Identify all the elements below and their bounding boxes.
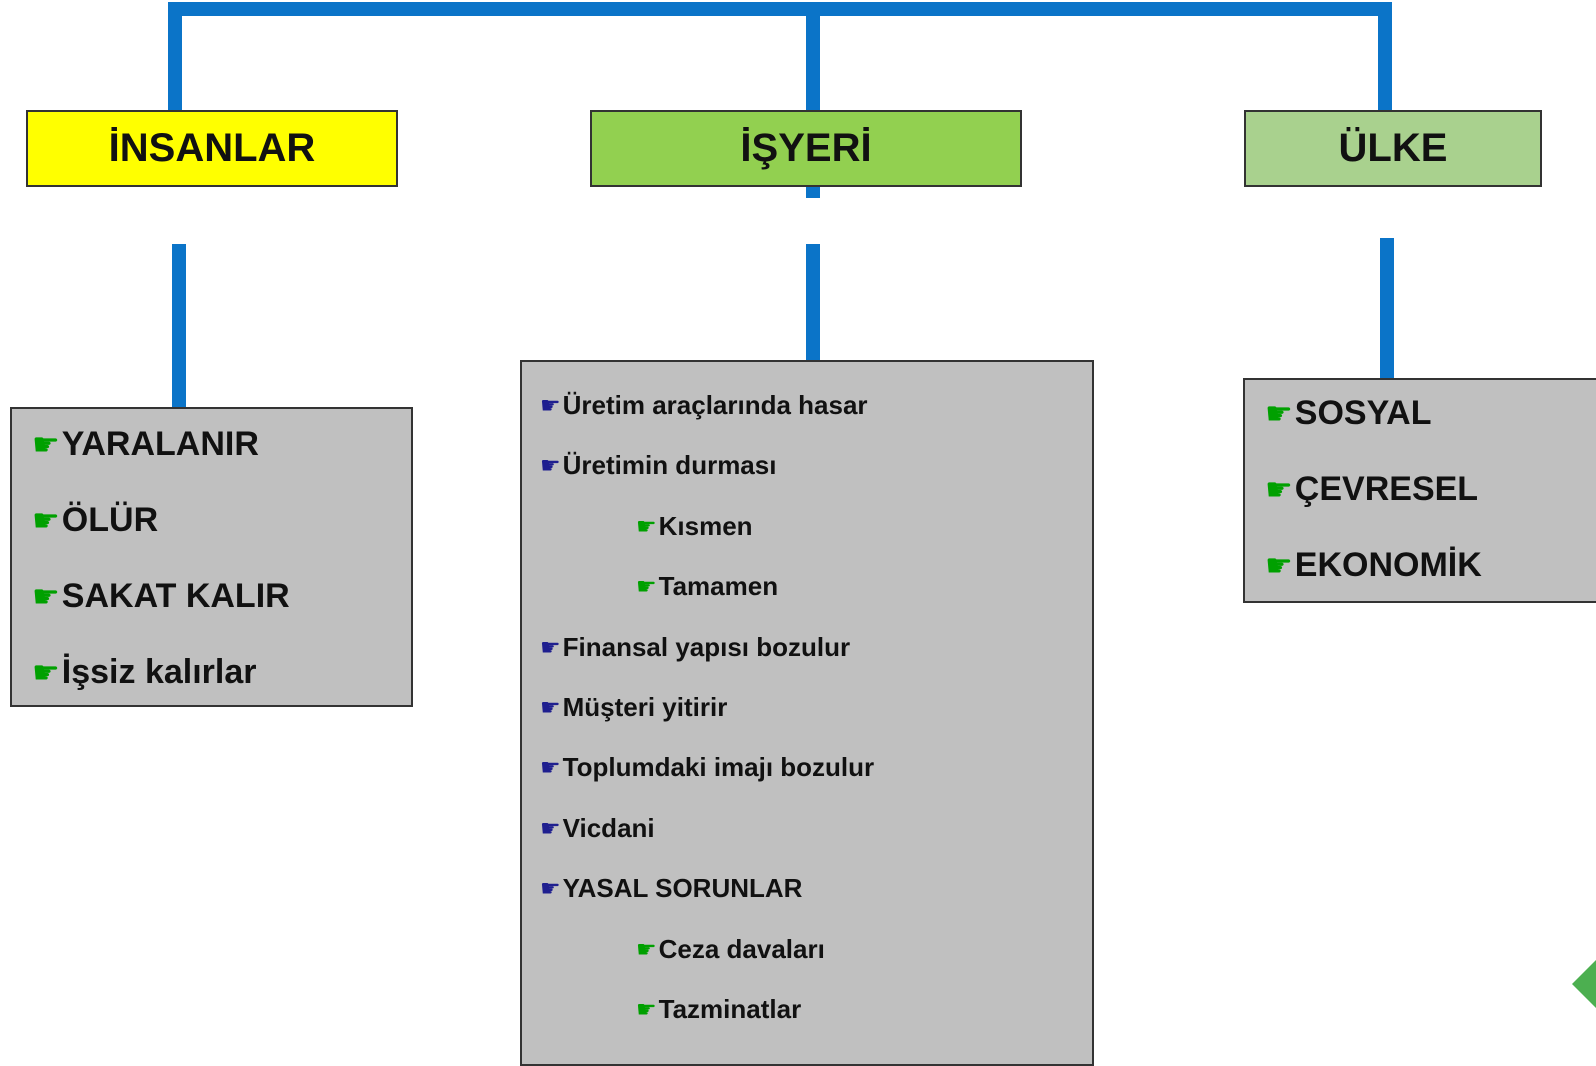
ulke-lower-line	[1380, 238, 1394, 380]
list-item-label: ÖLÜR	[61, 501, 159, 539]
pointing-hand-icon: ☛	[540, 814, 561, 841]
list-item-label: Üretim araçlarında hasar	[562, 390, 868, 420]
insanlar-upper-line	[168, 2, 182, 112]
insanlar-lower-line	[172, 244, 186, 410]
isyeri-title: İŞYERİ	[740, 126, 872, 170]
pointing-hand-icon: ☛	[32, 579, 60, 614]
pointing-hand-icon: ☛	[540, 392, 561, 418]
pointing-hand-icon: ☛	[636, 512, 657, 539]
isyeri-item: ☛Üretim araçlarında hasar	[540, 390, 868, 421]
insanlar-item: ☛YARALANIR	[32, 425, 259, 464]
pointing-hand-icon: ☛	[32, 427, 60, 462]
isyeri-header: İŞYERİ	[590, 110, 1022, 187]
isyeri-panel: ☛Üretim araçlarında hasar☛Üretimin durma…	[520, 360, 1094, 1066]
isyeri-lower-line	[806, 244, 820, 362]
pointing-hand-icon: ☛	[1265, 548, 1293, 583]
ulke-item: ☛ÇEVRESEL	[1265, 470, 1478, 509]
list-item-label: Müşteri yitirir	[562, 692, 728, 722]
isyeri-subitem: ☛Kısmen	[636, 511, 753, 542]
top-connector-line	[168, 2, 1392, 16]
list-item-label: İşsiz kalırlar	[61, 653, 257, 691]
list-item-label: Tazminatlar	[658, 994, 802, 1024]
pointing-hand-icon: ☛	[540, 875, 561, 902]
next-arrow-icon[interactable]	[1572, 960, 1596, 1008]
list-item-label: YASAL SORUNLAR	[562, 873, 803, 904]
isyeri-item: ☛Vicdani	[540, 813, 655, 844]
list-item-label: Üretimin durması	[562, 450, 777, 481]
list-item-label: Vicdani	[562, 812, 655, 843]
ulke-upper-line	[1378, 2, 1392, 112]
pointing-hand-icon: ☛	[636, 935, 657, 962]
list-item-label: Ceza davaları	[658, 933, 825, 964]
pointing-hand-icon: ☛	[540, 633, 561, 660]
list-item-label: SAKAT KALIR	[61, 577, 290, 615]
pointing-hand-icon: ☛	[540, 754, 561, 781]
isyeri-item: ☛YASAL SORUNLAR	[540, 873, 802, 904]
ulke-title: ÜLKE	[1338, 126, 1448, 170]
ulke-header: ÜLKE	[1244, 110, 1542, 187]
pointing-hand-icon: ☛	[32, 503, 60, 538]
isyeri-subitem: ☛Ceza davaları	[636, 934, 825, 965]
insanlar-title: İNSANLAR	[108, 126, 316, 170]
list-item-label: Kısmen	[658, 510, 753, 541]
insanlar-item: ☛ÖLÜR	[32, 501, 158, 540]
isyeri-subitem: ☛Tazminatlar	[636, 994, 801, 1025]
insanlar-item: ☛İşsiz kalırlar	[32, 653, 256, 692]
pointing-hand-icon: ☛	[636, 573, 657, 600]
insanlar-header: İNSANLAR	[26, 110, 398, 187]
pointing-hand-icon: ☛	[32, 655, 60, 690]
pointing-hand-icon: ☛	[636, 996, 657, 1022]
pointing-hand-icon: ☛	[1265, 472, 1293, 507]
pointing-hand-icon: ☛	[540, 694, 561, 720]
insanlar-panel: ☛YARALANIR☛ÖLÜR☛SAKAT KALIR☛İşsiz kalırl…	[10, 407, 413, 707]
list-item-label: Tamamen	[658, 571, 779, 602]
pointing-hand-icon: ☛	[1265, 396, 1293, 431]
isyeri-item: ☛Üretimin durması	[540, 450, 776, 481]
list-item-label: EKONOMİK	[1294, 546, 1482, 584]
list-item-label: ÇEVRESEL	[1294, 470, 1479, 508]
isyeri-item: ☛Müşteri yitirir	[540, 692, 727, 723]
isyeri-item: ☛Toplumdaki imajı bozulur	[540, 752, 874, 783]
list-item-label: SOSYAL	[1294, 394, 1432, 432]
ulke-item: ☛SOSYAL	[1265, 394, 1431, 433]
list-item-label: Toplumdaki imajı bozulur	[562, 752, 875, 783]
insanlar-item: ☛SAKAT KALIR	[32, 577, 290, 616]
list-item-label: YARALANIR	[61, 425, 259, 463]
ulke-panel: ☛SOSYAL☛ÇEVRESEL☛EKONOMİK	[1243, 378, 1596, 603]
isyeri-subitem: ☛Tamamen	[636, 571, 778, 602]
list-item-label: Finansal yapısı bozulur	[562, 631, 851, 662]
isyeri-item: ☛Finansal yapısı bozulur	[540, 632, 850, 663]
pointing-hand-icon: ☛	[540, 452, 561, 479]
ulke-item: ☛EKONOMİK	[1265, 546, 1482, 585]
